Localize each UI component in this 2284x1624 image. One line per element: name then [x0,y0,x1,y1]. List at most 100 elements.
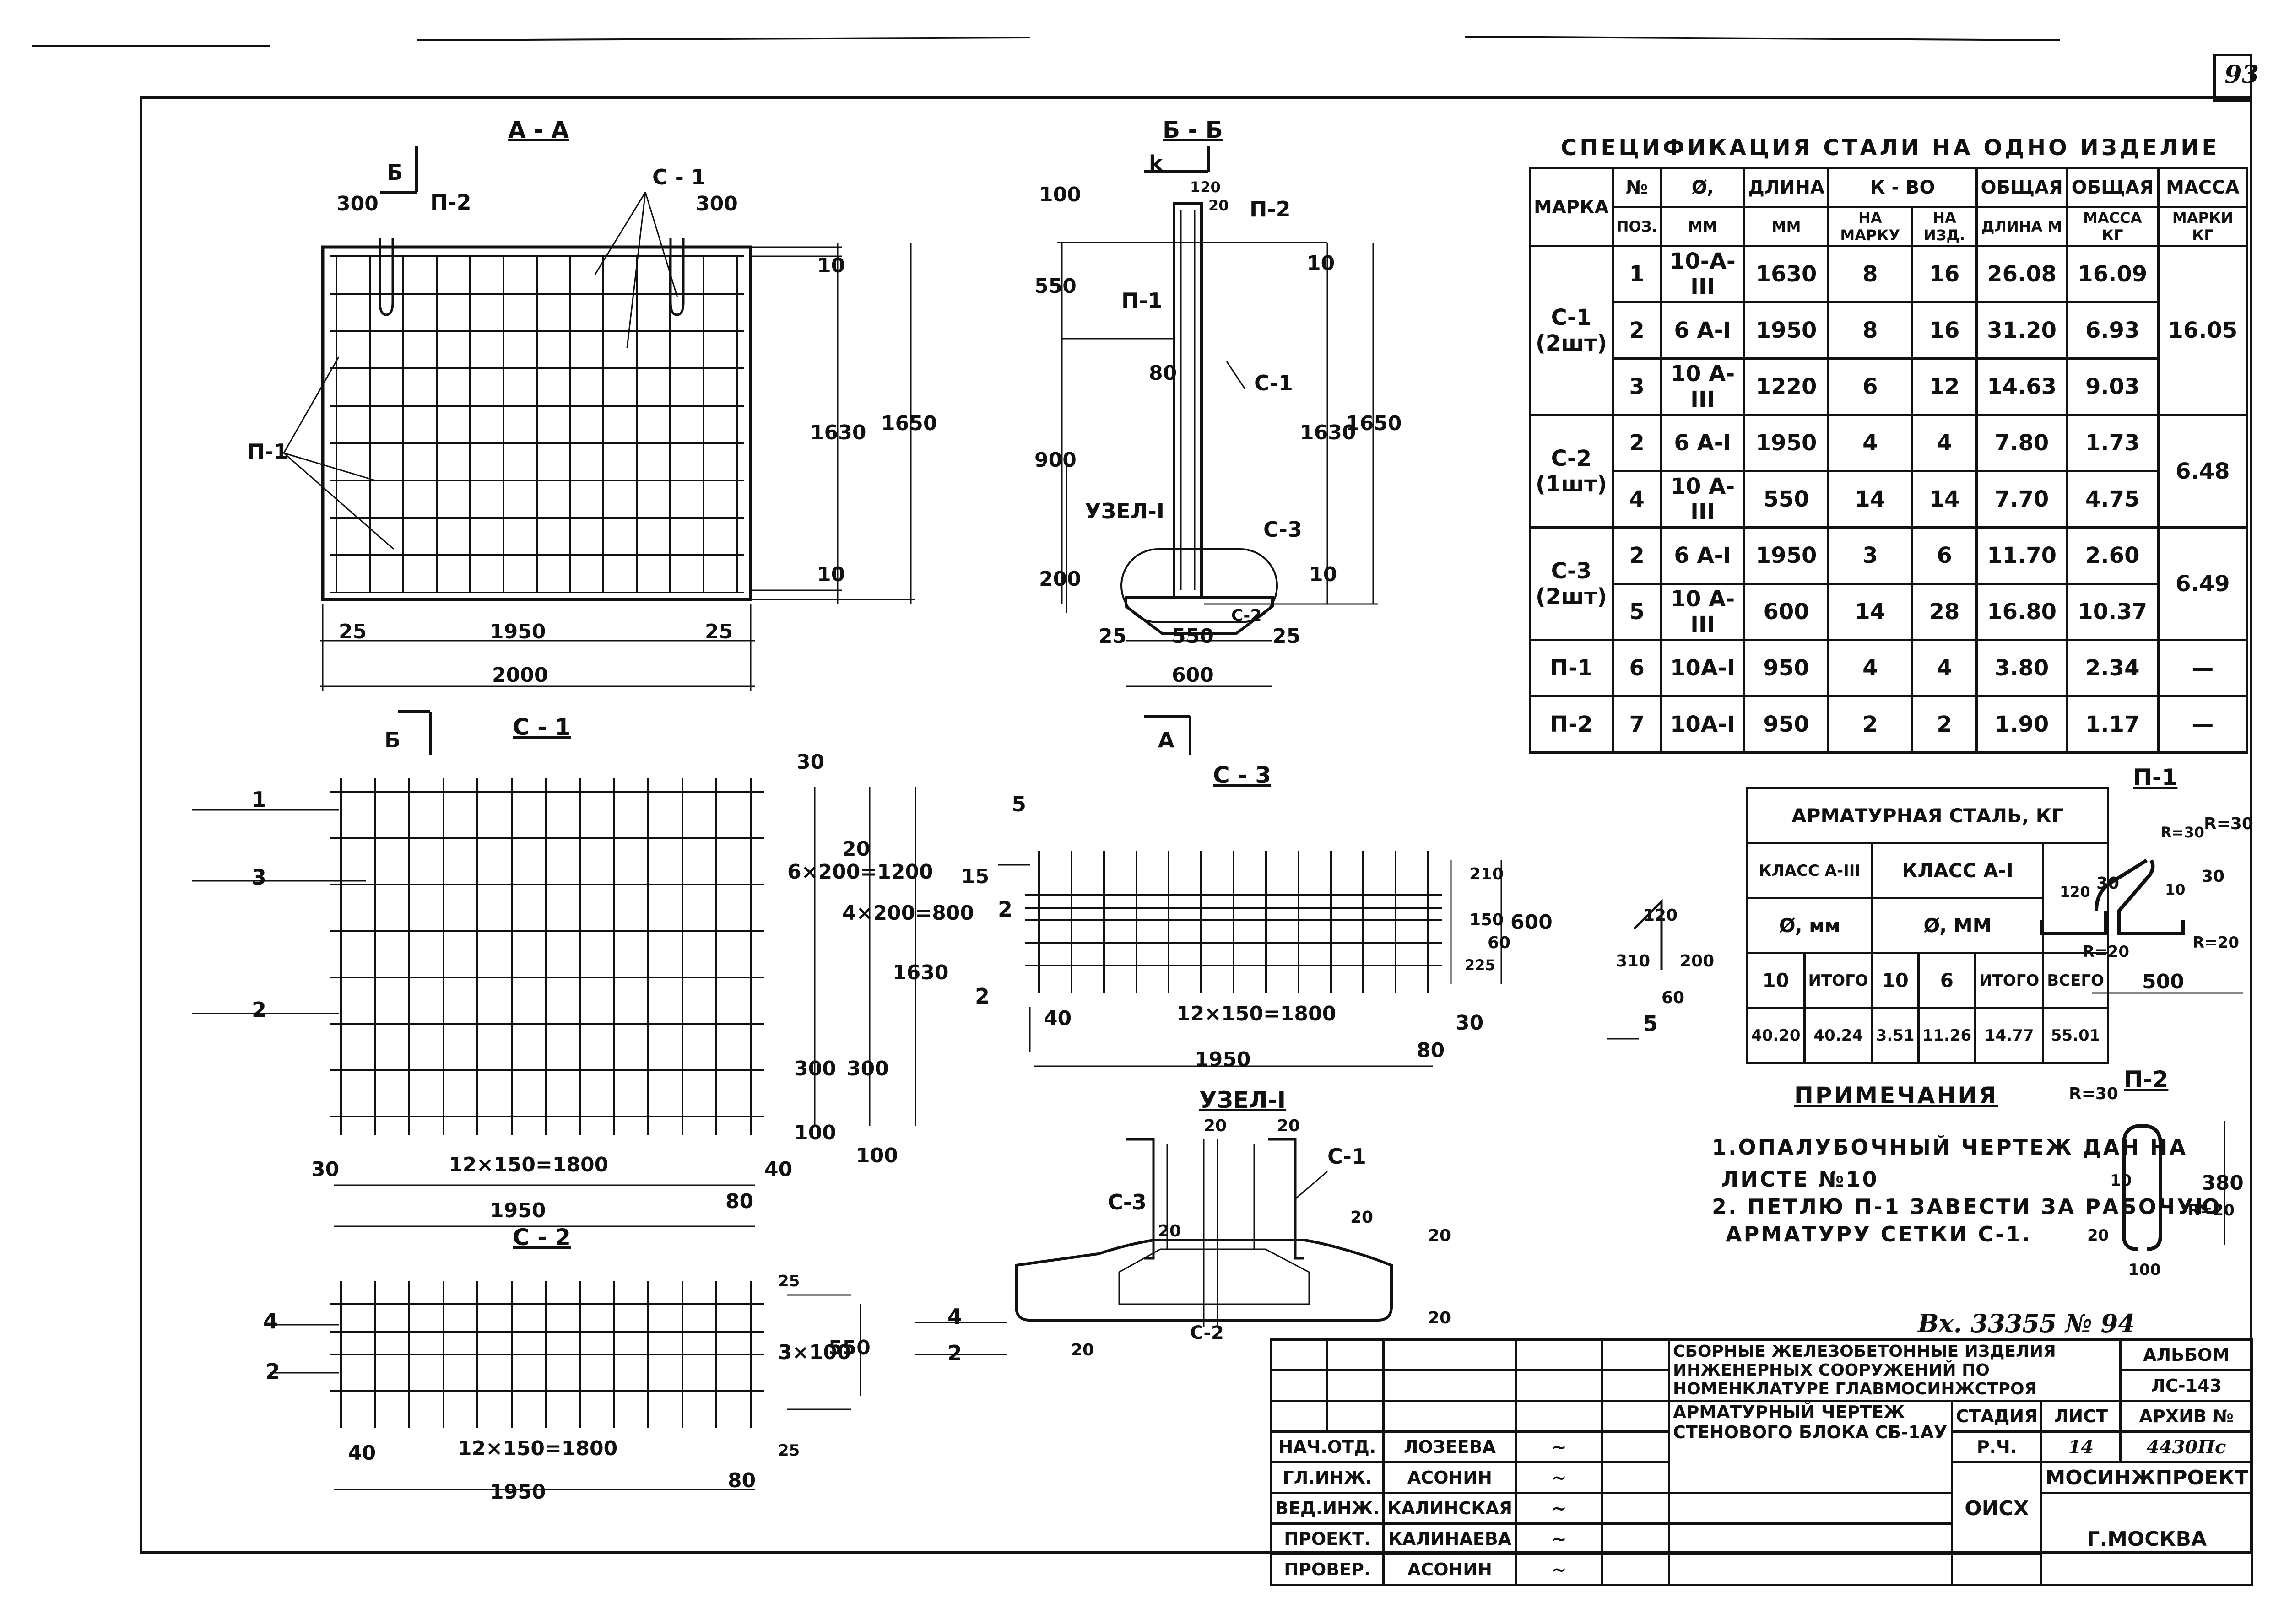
spec-cell: 6 А-I [1660,301,1746,360]
steel-empty [2042,842,2109,954]
section-mark-b-bottom: Б [384,728,401,752]
pos5-dim-60: 60 [1662,988,1685,1007]
spec-cell: 10 А-III [1660,357,1746,416]
page-number: 93 [2224,59,2259,89]
stamp-name: ЛОЗЕЕВА [1382,1430,1518,1463]
uzel-dim-20d: 20 [1350,1208,1374,1227]
spec-cell: 3.80 [1975,639,2068,697]
c3-pos-2: 2 [998,897,1013,922]
spec-cell: 1950 [1743,526,1829,585]
spec-cell: 550 [1743,470,1829,529]
spec-mass-c2: 6.48 [2157,414,2249,529]
spec-cell: 14.63 [1975,357,2068,416]
spec-cell: 3 [1827,526,1913,585]
section-mark-k: k [1149,151,1163,176]
c1-dim-20: 20 [842,837,871,861]
spec-mark-c3: С-3(2шт) [1529,526,1614,641]
c1-dim-40: 40 [764,1158,793,1181]
label-uzel: УЗЕЛ-I [1085,499,1164,523]
notes-title: ПРИМЕЧАНИЯ [1794,1082,1998,1109]
spec-cell: 4 [1911,414,1978,472]
pos5-dim-310: 310 [1616,952,1651,971]
view-c2-title: С - 2 [513,1224,571,1251]
c3-dim-1950: 1950 [1195,1048,1251,1071]
c1-pos-2: 2 [252,998,267,1022]
spec-cell: 10 А-III [1660,470,1746,529]
view-c3 [998,851,1502,1067]
dim-200: 200 [1039,567,1081,591]
spec-cell: 16.09 [2065,245,2160,303]
stamp-signature: ~ [1515,1461,1603,1494]
spec-cell: 7 [1611,695,1662,754]
spec-h-dia: Ø, [1660,167,1746,208]
steel-dia-b: Ø, ММ [1871,897,2045,954]
stamp-album-label: АЛЬБОМ [2119,1338,2253,1371]
spec-mark-p2: П-2 [1529,695,1614,754]
pos5-dim-120: 120 [1643,906,1678,925]
spec-cell: 16.80 [1975,583,2068,641]
spec-cell: 1220 [1743,357,1829,416]
label-p1: П-1 [247,439,288,464]
spec-mark-c2: С-2(1шт) [1529,414,1614,529]
spec-cell: 1950 [1743,414,1829,472]
section-mark-b: Б [387,160,403,185]
dim-10-top: 10 [817,254,845,277]
label-p2-bb: П-2 [1250,197,1291,221]
c1-dim-30-top: 30 [796,750,825,774]
spec-h-marka: МАРКА [1529,167,1614,247]
stamp-stage-label: СТАДИЯ [1951,1400,2043,1433]
c1-dim-100b: 100 [856,1144,898,1167]
spec-cell: 1.73 [2065,414,2160,472]
view-bb [1057,146,1378,755]
spec-h-qty: К - ВО [1827,167,1978,208]
dim-600-bb: 600 [1172,664,1214,687]
steel-h10b: 10 [1871,952,1920,1009]
dim-550: 550 [1034,275,1077,298]
view-c2 [270,1281,1007,1490]
label-c1: С - 1 [652,165,706,189]
p2-d100: 100 [2128,1261,2161,1279]
dim-2000: 2000 [492,664,548,687]
label-p1-bb: П-1 [1121,288,1163,313]
spec-cell: 10.37 [2065,583,2160,641]
spec-cell: 10А-I [1660,639,1746,697]
pos5-label: 5 [1643,1011,1658,1036]
label-c2-bb: С-2 [1231,606,1262,625]
dim-1650: 1650 [881,412,937,435]
p2-d380: 380 [2202,1171,2244,1195]
p1-d30b: 30 [2202,867,2225,886]
uzel-label-c1: С-1 [1327,1144,1366,1169]
dim-1630: 1630 [810,421,866,444]
uzel-dim-20f: 20 [1428,1309,1451,1327]
spec-cell: 12 [1911,357,1978,416]
spec-cell: 1630 [1743,245,1829,303]
steel-v2: 40.24 [1803,1007,1873,1064]
spec-h-mark-mass: МАССА [2157,167,2249,208]
c3-pos-5: 5 [1012,792,1027,816]
spec-cell: 10-А-III [1660,245,1746,303]
spec-cell: 1.17 [2065,695,2160,754]
c2-pos-4b: 4 [947,1304,963,1329]
spec-cell: 1950 [1743,301,1829,360]
dim-900: 900 [1034,448,1077,472]
spec-cell: 6 [1611,639,1662,697]
spec-cell: 26.08 [1975,245,2068,303]
spec-cell: 7.80 [1975,414,2068,472]
uzel-label-c3: С-3 [1108,1190,1147,1214]
registration-number: Вх. 33355 № 94 [1918,1309,2135,1338]
spec-cell: 14 [1911,470,1978,529]
label-c3-bb: С-3 [1263,517,1302,542]
c1-dim-6x200: 6×200=1200 [787,860,933,884]
c2-pos-4: 4 [263,1309,278,1333]
steel-table: АРМАТУРНАЯ СТАЛЬ, КГ КЛАСС А-III КЛАСС А… [1746,787,2109,1064]
spec-cell: 6 А-I [1660,414,1746,472]
notes-line1: 1.ОПАЛУБОЧНЫЙ ЧЕРТЕЖ ДАН НА [1712,1135,2187,1160]
p2-detail [2122,1121,2225,1251]
p1-r20b: R=20 [2192,933,2239,952]
stamp-list-value: 14 [2040,1430,2122,1463]
steel-h10: 10 [1746,952,1806,1009]
spec-cell: 8 [1827,245,1913,303]
dim-20: 20 [1208,197,1229,214]
stamp-dept: ОИСХ [1951,1461,2043,1555]
spec-h-total-mass: ОБЩАЯ [2065,167,2160,208]
